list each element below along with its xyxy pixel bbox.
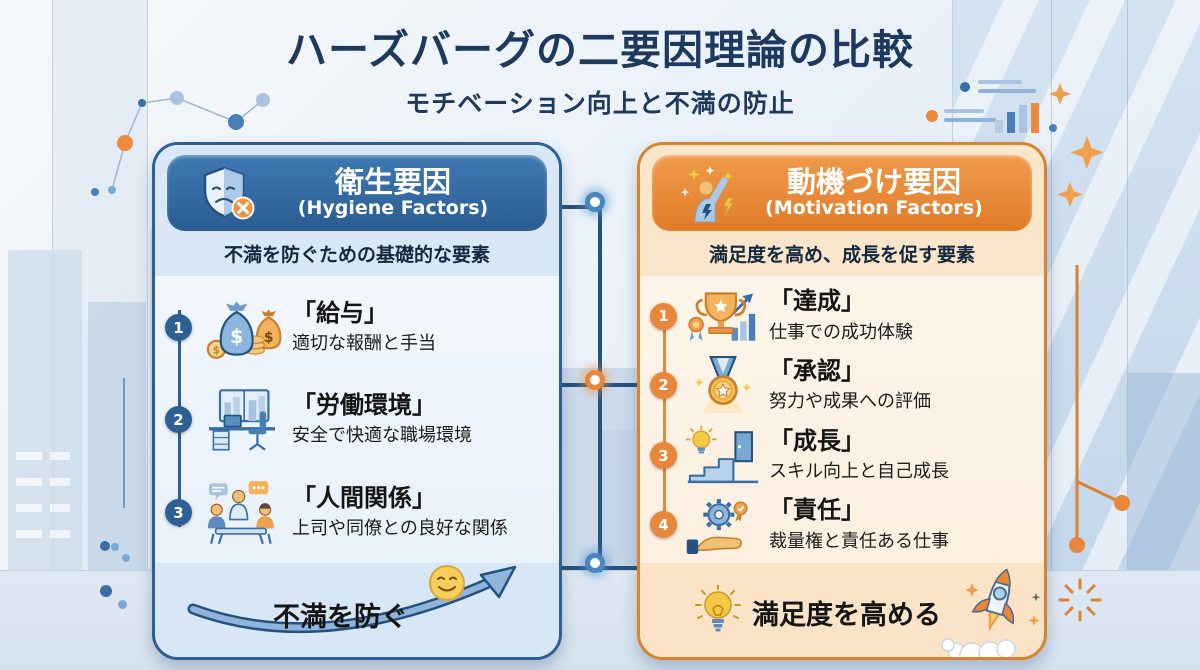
list-item-environment: 2 (165, 387, 549, 453)
svg-text:$: $ (264, 329, 274, 345)
number-badge: 1 (650, 302, 677, 330)
connector-line-top (562, 205, 602, 209)
hygiene-description: 不満を防ぐための基礎的な要素 (155, 233, 559, 276)
connector-node-middle (585, 370, 605, 390)
celebrating-person-icon (664, 164, 756, 222)
hygiene-panel: 衛生要因 (Hygiene Factors) 不満を防ぐための基礎的な要素 1 … (152, 142, 562, 660)
list-item-relationships: 3 (165, 480, 549, 546)
shield-sad-icon (179, 164, 279, 222)
item-text: 「給与」 適切な報酬と手当 (292, 298, 549, 355)
page-title: ハーズバーグの二要因理論の比較 (286, 26, 914, 74)
item-desc: スキル向上と自己成長 (769, 461, 949, 483)
lightbulb-icon (695, 585, 741, 632)
motivation-items: 1 (640, 276, 1044, 563)
item-text: 「達成」 仕事での成功体験 (769, 288, 1034, 343)
mini-chart-decoration (926, 80, 1104, 169)
motivation-footer-label: 満足度を高める (752, 600, 941, 631)
hygiene-footer-label: 不満を防ぐ (273, 602, 408, 633)
item-desc: 裁量権と責任ある仕事 (769, 530, 949, 552)
hygiene-items: 1 $ $ $ (155, 276, 559, 563)
motivation-footer: 満足度を高める (640, 563, 1044, 657)
growth-stairs-icon (677, 425, 769, 486)
list-item-salary: 1 $ $ $ (165, 296, 549, 360)
item-desc: 仕事での成功体験 (769, 321, 913, 343)
item-text: 「責任」 裁量権と責任ある仕事 (769, 497, 1034, 552)
dot-decoration (118, 600, 127, 609)
money-bags-icon: $ $ $ (192, 296, 292, 360)
smiley-icon (429, 565, 465, 601)
glass-divider (1127, 0, 1128, 570)
dot-decoration (100, 541, 110, 551)
motivation-description: 満足度を高め、成長を促す要素 (640, 233, 1044, 276)
number-badge: 2 (165, 406, 192, 433)
item-desc: 上司や同僚との良好な関係 (292, 518, 508, 540)
glass-block (1128, 373, 1200, 570)
page-subtitle: モチベーション向上と不満の防止 (405, 89, 795, 118)
item-desc: 努力や成果への評価 (769, 391, 931, 413)
header: ハーズバーグの二要因理論の比較 モチベーション向上と不満の防止 (0, 16, 1200, 120)
number-badge: 3 (165, 499, 192, 526)
hygiene-title: 衛生要因 (334, 165, 451, 200)
list-item-responsibility: 4 (650, 496, 1034, 554)
item-title: 「責任」 (769, 496, 865, 525)
dot-decoration (100, 585, 112, 597)
item-desc: 安全で快適な職場環境 (292, 425, 472, 447)
workspace-icon (192, 387, 292, 453)
glass-divider (1051, 0, 1052, 570)
item-text: 「人間関係」 上司や同僚との良好な関係 (292, 483, 549, 540)
trophy-chart-icon (677, 287, 769, 345)
hand-gear-icon (677, 496, 769, 554)
item-text: 「成長」 スキル向上と自己成長 (769, 428, 1034, 483)
item-desc: 適切な報酬と手当 (292, 333, 436, 355)
number-badge: 2 (650, 371, 677, 399)
dot-decoration (111, 543, 119, 551)
hygiene-footer: 不満を防ぐ (155, 563, 559, 657)
pin-lines-decoration (1057, 182, 1130, 622)
motivation-number-rail (663, 310, 666, 527)
item-text: 「承認」 努力や成果への評価 (769, 356, 1034, 413)
hygiene-title-en: (Hygiene Factors) (297, 197, 489, 220)
svg-text:$: $ (230, 324, 243, 347)
item-title: 「達成」 (769, 287, 865, 316)
connector-node-top (585, 192, 605, 212)
item-text: 「労働環境」 安全で快適な職場環境 (292, 390, 549, 447)
medal-icon (677, 355, 769, 415)
number-badge: 3 (650, 442, 677, 470)
motivation-panel: 動機づけ要因 (Motivation Factors) 満足度を高め、成長を促す… (637, 142, 1047, 660)
motivation-title: 動機づけ要因 (786, 165, 961, 200)
connector-node-bottom (585, 553, 605, 573)
hygiene-header: 衛生要因 (Hygiene Factors) (155, 145, 559, 233)
list-item-recognition: 2 「承認」 努力や成果への評価 (650, 355, 1034, 415)
item-title: 「人間関係」 (292, 483, 436, 512)
list-item-achievement: 1 (650, 287, 1034, 345)
motivation-title-pill: 動機づけ要因 (Motivation Factors) (652, 155, 1032, 231)
list-item-growth: 3 (650, 425, 1034, 486)
item-title: 「承認」 (769, 356, 865, 385)
svg-text:$: $ (213, 343, 220, 356)
motivation-title-text: 動機づけ要因 (Motivation Factors) (756, 165, 1020, 220)
number-badge: 4 (650, 511, 677, 539)
rocket-icon (941, 568, 1041, 657)
hygiene-title-text: 衛生要因 (Hygiene Factors) (279, 165, 535, 220)
number-badge: 1 (165, 314, 192, 341)
motivation-title-en: (Motivation Factors) (765, 197, 983, 220)
item-title: 「給与」 (292, 298, 388, 327)
team-meeting-icon (192, 480, 292, 546)
constellation-decoration (91, 91, 270, 196)
dot-decoration (122, 554, 130, 562)
motivation-header: 動機づけ要因 (Motivation Factors) (640, 145, 1044, 233)
item-title: 「労働環境」 (292, 390, 436, 419)
burst-icon (1058, 578, 1102, 622)
hygiene-title-pill: 衛生要因 (Hygiene Factors) (167, 155, 547, 231)
item-title: 「成長」 (769, 426, 865, 455)
